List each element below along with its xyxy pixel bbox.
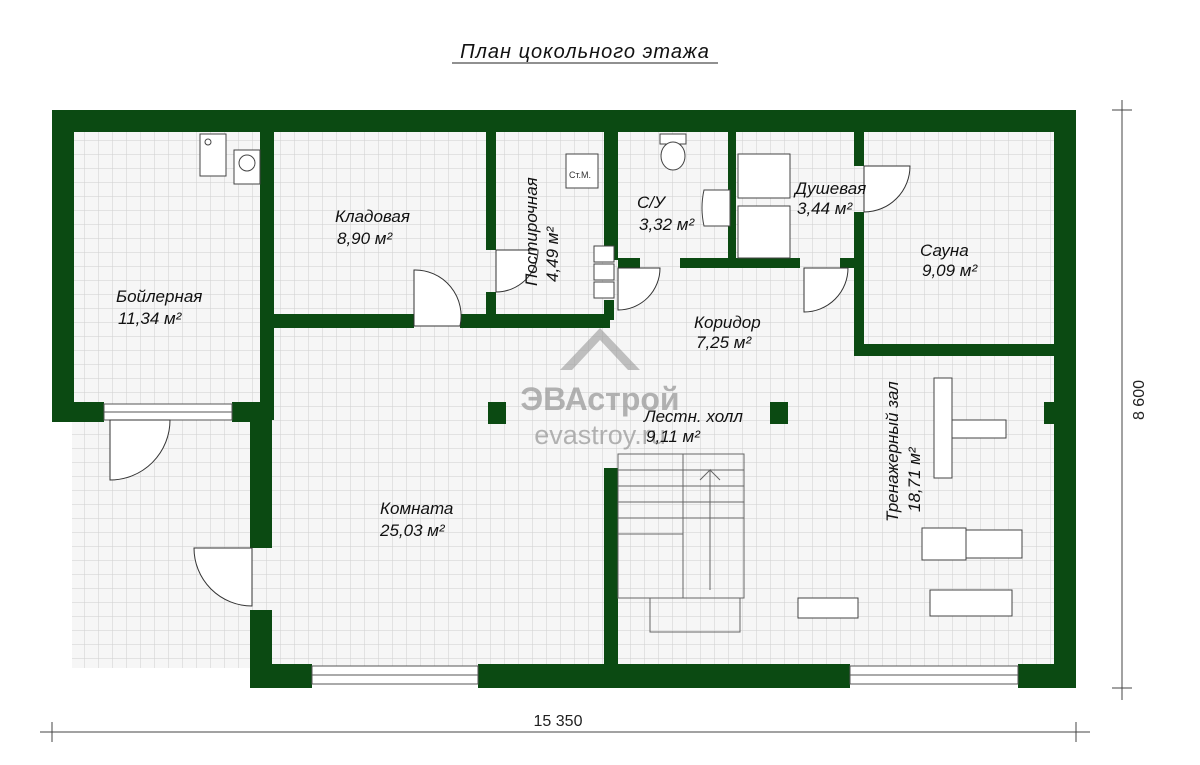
walls bbox=[52, 110, 1076, 688]
washing-machine-label: Ст.М. bbox=[569, 170, 591, 180]
watermark-site: evastroy.ru bbox=[534, 420, 666, 450]
height-dimension: 8 600 bbox=[1131, 380, 1148, 420]
laundry-name: Постирочная bbox=[522, 177, 541, 286]
stair-hall-area: 9,11 м² bbox=[646, 427, 701, 446]
sauna-name: Сауна bbox=[920, 241, 969, 260]
room-area: 25,03 м² bbox=[379, 521, 446, 540]
wc-area: 3,32 м² bbox=[639, 215, 695, 234]
plan-title: План цокольного этажа bbox=[460, 41, 710, 63]
doors bbox=[109, 165, 911, 607]
dimension-lines bbox=[40, 100, 1132, 742]
sauna-area: 9,09 м² bbox=[922, 261, 978, 280]
gym-area: 18,71 м² bbox=[905, 446, 924, 512]
fixtures bbox=[199, 133, 1023, 619]
gym-name: Тренажерный зал bbox=[883, 381, 902, 522]
shower-name: Душевая bbox=[793, 179, 866, 198]
storage-name: Кладовая bbox=[335, 207, 410, 226]
room-name: Комната bbox=[380, 499, 453, 518]
house-logo-icon bbox=[560, 328, 640, 370]
storage-area: 8,90 м² bbox=[337, 229, 393, 248]
corridor-name: Коридор bbox=[694, 313, 761, 332]
staircase bbox=[617, 453, 745, 633]
boiler-name: Бойлерная bbox=[116, 287, 202, 306]
room-labels: Бойлерная 11,34 м² Кладовая 8,90 м² Пост… bbox=[116, 170, 978, 540]
watermark-brand: ЭВАстрой bbox=[520, 381, 679, 417]
boiler-area: 11,34 м² bbox=[118, 309, 183, 328]
laundry-area: 4,49 м² bbox=[543, 226, 562, 282]
shower-area: 3,44 м² bbox=[797, 199, 853, 218]
stair-hall-name: Лестн. холл bbox=[643, 407, 743, 426]
corridor-area: 7,25 м² bbox=[696, 333, 752, 352]
windows bbox=[103, 403, 1019, 685]
width-dimension: 15 350 bbox=[534, 713, 583, 730]
wc-name: С/У bbox=[637, 193, 667, 212]
watermark: ЭВАстрой evastroy.ru bbox=[520, 328, 680, 450]
